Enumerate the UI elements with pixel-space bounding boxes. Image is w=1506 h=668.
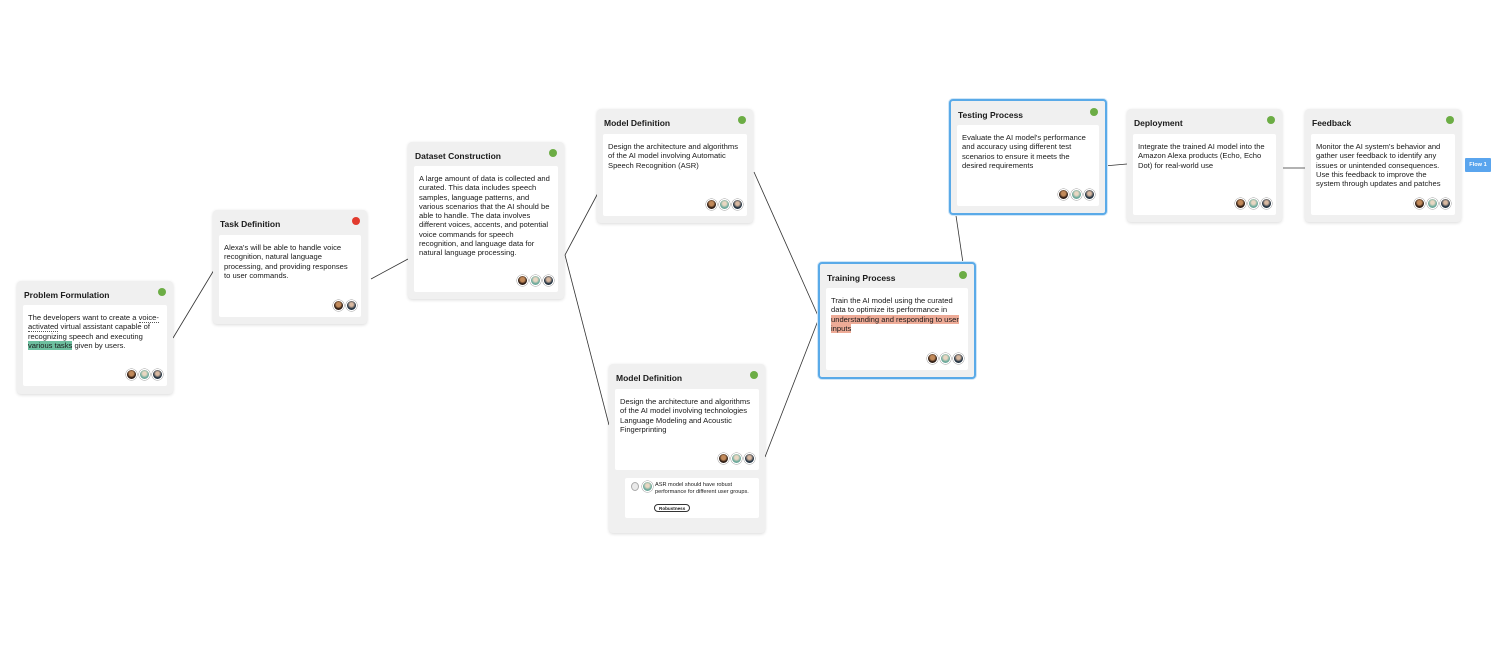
comment-tag-badge[interactable]: Robustness — [654, 504, 691, 512]
collaborator-avatars — [718, 453, 755, 464]
card-title: Problem Formulation — [24, 290, 110, 300]
card-training-process[interactable]: Training Process Train the AI model usin… — [818, 262, 976, 379]
card-problem-formulation[interactable]: Problem Formulation The developers want … — [17, 281, 173, 394]
card-text: Evaluate the AI model's performance and … — [962, 133, 1086, 170]
avatar — [333, 300, 344, 311]
connector-dataset-model-lm — [564, 254, 610, 426]
connector-dataset-model-asr — [564, 192, 599, 256]
avatar — [1440, 198, 1451, 209]
avatar — [346, 300, 357, 311]
avatar — [731, 453, 742, 464]
status-dot — [549, 149, 557, 157]
connector-model-lm-training — [764, 317, 820, 458]
avatar — [642, 481, 653, 492]
avatar — [1248, 198, 1259, 209]
status-dot — [738, 116, 746, 124]
card-title: Task Definition — [220, 219, 281, 229]
card-title: Feedback — [1312, 118, 1352, 128]
avatar — [1084, 189, 1095, 200]
avatar — [719, 199, 730, 210]
card-text: Train the AI model using the curated dat… — [831, 296, 959, 333]
status-dot — [1090, 108, 1098, 116]
card-text: The developers want to create a voice-ac… — [28, 313, 159, 350]
card-task-definition[interactable]: Task Definition Alexa's will be able to … — [213, 210, 367, 324]
avatar — [732, 199, 743, 210]
collaborator-avatars — [1058, 189, 1095, 200]
collaborator-avatars — [927, 353, 964, 364]
collaborator-avatars — [126, 369, 163, 380]
card-title: Model Definition — [616, 373, 683, 383]
collaborator-avatars — [517, 275, 554, 286]
flow-tag[interactable]: Flow 1 — [1465, 158, 1491, 172]
card-body[interactable]: Alexa's will be able to handle voice rec… — [219, 235, 361, 317]
avatar — [953, 353, 964, 364]
avatar — [126, 369, 137, 380]
card-body[interactable]: Monitor the AI system's behavior and gat… — [1311, 134, 1455, 215]
card-title: Model Definition — [604, 118, 671, 128]
status-dot — [959, 271, 967, 279]
status-dot — [750, 371, 758, 379]
connector-testing-deployment — [1103, 163, 1128, 167]
card-text: Alexa's will be able to handle voice rec… — [224, 243, 348, 280]
card-title: Deployment — [1134, 118, 1183, 128]
card-model-definition-lm[interactable]: Model Definition Design the architecture… — [609, 364, 765, 533]
card-body[interactable]: Train the AI model using the curated dat… — [826, 288, 968, 370]
avatar — [1071, 189, 1082, 200]
card-text: Monitor the AI system's behavior and gat… — [1316, 142, 1441, 189]
avatar — [1261, 198, 1272, 209]
avatar — [744, 453, 755, 464]
comment-text: ASR model should have robust performance… — [655, 482, 749, 495]
comment-card[interactable]: ASR model should have robust performance… — [625, 478, 759, 518]
avatar — [139, 369, 150, 380]
status-dot — [352, 217, 360, 225]
avatar — [152, 369, 163, 380]
connector-task-dataset — [370, 258, 409, 280]
card-body[interactable]: Evaluate the AI model's performance and … — [957, 125, 1099, 206]
card-model-definition-asr[interactable]: Model Definition Design the architecture… — [597, 109, 753, 223]
card-text: Design the architecture and algorithms o… — [608, 142, 739, 170]
card-testing-process[interactable]: Testing Process Evaluate the AI model's … — [949, 99, 1107, 215]
avatar — [1058, 189, 1069, 200]
status-dot — [1267, 116, 1275, 124]
collaborator-avatars — [333, 300, 357, 311]
card-text: Design the architecture and algorithms o… — [620, 397, 751, 434]
resolve-comment-icon[interactable] — [631, 482, 639, 491]
avatar — [940, 353, 951, 364]
status-dot — [1446, 116, 1454, 124]
card-body[interactable]: Integrate the trained AI model into the … — [1133, 134, 1276, 215]
card-body[interactable]: A large amount of data is collected and … — [414, 166, 558, 292]
highlighted-text[interactable]: various tasks — [28, 340, 73, 350]
avatar — [706, 199, 717, 210]
avatar — [1427, 198, 1438, 209]
commented-text[interactable]: voice-activated — [28, 313, 159, 333]
card-title: Training Process — [827, 273, 896, 283]
avatar — [718, 453, 729, 464]
avatar — [543, 275, 554, 286]
status-dot — [158, 288, 166, 296]
collaborator-avatars — [706, 199, 743, 210]
connector-problem-task — [172, 269, 215, 339]
highlighted-text[interactable]: understanding and responding to user inp… — [831, 314, 959, 333]
avatar — [1414, 198, 1425, 209]
card-body[interactable]: Design the architecture and algorithms o… — [615, 389, 759, 470]
card-title: Testing Process — [958, 110, 1024, 120]
card-feedback[interactable]: Feedback Monitor the AI system's behavio… — [1305, 109, 1461, 222]
collaborator-avatars — [1235, 198, 1272, 209]
connector-model-asr-training — [753, 171, 820, 319]
card-body[interactable]: The developers want to create a voice-ac… — [23, 305, 167, 386]
avatar — [517, 275, 528, 286]
card-deployment[interactable]: Deployment Integrate the trained AI mode… — [1127, 109, 1282, 222]
card-title: Dataset Construction — [415, 151, 501, 161]
card-body[interactable]: Design the architecture and algorithms o… — [603, 134, 747, 216]
card-dataset-construction[interactable]: Dataset Construction A large amount of d… — [408, 142, 564, 299]
card-text: A large amount of data is collected and … — [419, 174, 550, 258]
avatar — [1235, 198, 1246, 209]
avatar — [530, 275, 541, 286]
collaborator-avatars — [1414, 198, 1451, 209]
card-text: Integrate the trained AI model into the … — [1138, 142, 1265, 170]
avatar — [927, 353, 938, 364]
